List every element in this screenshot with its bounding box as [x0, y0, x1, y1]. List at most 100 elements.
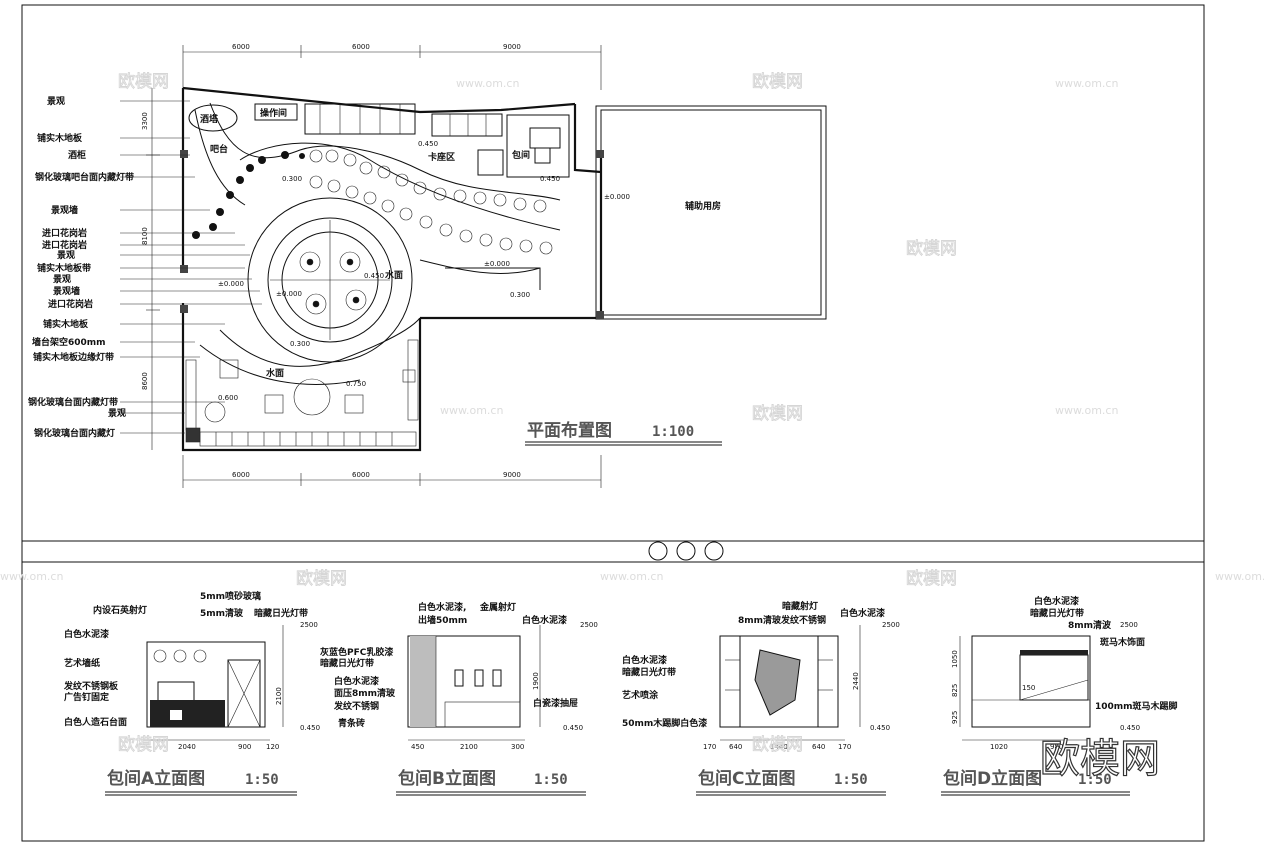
- elevation-d: 1020 980 150 2500 1050 825 925 0.450 白色水…: [941, 595, 1178, 796]
- annotation-label: 铺实木地板边缘灯带: [33, 351, 114, 363]
- level-mark: 0.450: [540, 175, 560, 183]
- elev-b-vdim: 1900: [532, 672, 540, 690]
- detail-circle: [704, 541, 724, 561]
- dim-top-1: 6000: [232, 43, 250, 51]
- annotation-label: 进口花岗岩: [48, 298, 93, 310]
- watermark-brand: 欧模网: [296, 569, 347, 589]
- dim-bottom-2: 6000: [352, 471, 370, 479]
- annotation-label: 金属射灯: [479, 601, 516, 613]
- watermark-url: www.om.cn: [1215, 570, 1264, 583]
- annotation-label: 景观墙: [53, 285, 80, 297]
- room-wine: 酒塔: [200, 113, 219, 125]
- elev-d-vdim: 925: [951, 711, 959, 724]
- elev-c-vdim: 2440: [852, 672, 860, 690]
- elev-c-scale: 1:50: [834, 772, 868, 788]
- watermark-brand: 欧模网: [118, 72, 169, 92]
- elev-a-dim: 900: [238, 743, 251, 751]
- level-mark: 0.450: [418, 140, 438, 148]
- level-mark: 0.300: [290, 340, 310, 348]
- watermark-brand: 欧模网: [752, 735, 803, 755]
- annotation-label: 暗藏日光灯带: [622, 666, 676, 678]
- watermarks: 欧模网 www.om.cn 欧模网 www.om.cn 欧模网 www.om.c…: [0, 72, 1264, 783]
- watermark-brand: 欧模网: [906, 239, 957, 259]
- elev-b-scale: 1:50: [534, 772, 568, 788]
- elev-b-title: 包间B立面图: [398, 768, 496, 789]
- plan-title: 平面布置图: [527, 420, 612, 441]
- elev-d-title: 包间D立面图: [943, 768, 1042, 789]
- elev-b-dim: 2100: [460, 743, 478, 751]
- elev-b-vdim: 2500: [580, 621, 598, 629]
- elev-c-dim: 170: [703, 743, 716, 751]
- watermark-brand: 欧模网: [752, 404, 803, 424]
- annotation-label: 白色水泥漆: [840, 607, 885, 619]
- annotation-label: 100mm斑马木踢脚: [1095, 700, 1178, 712]
- watermark-brand: 欧模网: [906, 569, 957, 589]
- annotation-label: 白色人造石台面: [64, 716, 127, 728]
- elev-d-vdim: 1050: [951, 650, 959, 668]
- watermark-url: www.om.cn: [600, 570, 663, 583]
- elev-d-dim: 980: [1050, 743, 1063, 751]
- elev-d-vdim: 825: [951, 684, 959, 697]
- annotation-label: 面压8mm清玻: [334, 687, 396, 699]
- elev-a-vdim: 2100: [275, 687, 283, 705]
- dim-left-3: 8600: [141, 372, 149, 390]
- annotation-label: 景观墙: [51, 204, 78, 216]
- drawing-frame: [21, 4, 1205, 842]
- annotation-label: 白色水泥漆: [64, 628, 109, 640]
- elevation-b: 450 2100 300 2500 1900 0.450 白色水泥漆,出墙50m…: [320, 601, 598, 796]
- dim-bottom-1: 6000: [232, 471, 250, 479]
- annotation-label: 景观: [53, 274, 71, 285]
- annotation-label: 墙台架空600mm: [32, 336, 106, 348]
- room-cashier: 操作间: [260, 107, 287, 119]
- elev-d-dim: 1020: [990, 743, 1008, 751]
- elevation-a: 2040 900 120 2500 2100 0.450 内设石英射灯5mm喷砂…: [63, 590, 320, 796]
- room-private: 包间: [511, 149, 530, 161]
- annotation-label: 白色水泥漆: [522, 614, 567, 626]
- dim-left-1: 3300: [141, 112, 149, 130]
- elev-d-vdim: 2500: [1120, 621, 1138, 629]
- annotation-label: 广告钉固定: [64, 691, 110, 703]
- annotation-label: 白瓷漆抽屉: [533, 697, 578, 709]
- annotation-label: 景观: [47, 96, 65, 107]
- elev-b-vdim: 0.450: [563, 724, 583, 732]
- annotation-label: 青条砖: [338, 717, 365, 729]
- annotation-label: 铺实木地板: [43, 318, 89, 330]
- watermark-url: www.om.cn: [1055, 404, 1118, 417]
- annotation-label: 白色水泥漆: [622, 654, 667, 666]
- level-mark: 0.750: [346, 380, 366, 388]
- annotation-label: 景观: [57, 250, 75, 261]
- plan-scale: 1:100: [652, 424, 694, 440]
- elev-a-vdim: 0.450: [300, 724, 320, 732]
- annotation-label: 白色水泥漆: [1034, 595, 1079, 607]
- annotation-label: 暗藏日光灯带: [254, 607, 308, 619]
- elevation-c: 170 640 1440 640 170 2500 2440 0.450 暗藏射…: [622, 600, 900, 796]
- room-booth: 卡座区: [428, 151, 455, 163]
- watermark-url: www.om.cn: [440, 404, 503, 417]
- level-mark: ±0.000: [484, 260, 510, 268]
- annotation-label: 发纹不锈钢: [333, 700, 379, 712]
- floor-plan: 6000 6000 9000 6000 6000 9000 3300 8100 …: [28, 43, 827, 488]
- elev-a-dim: 2040: [178, 743, 196, 751]
- corner-logo: 欧模网: [1040, 736, 1160, 782]
- elev-a-scale: 1:50: [245, 772, 279, 788]
- elev-b-dim: 450: [411, 743, 424, 751]
- annotation-label: 5mm清玻: [200, 607, 244, 619]
- dim-top-2: 6000: [352, 43, 370, 51]
- level-mark: 0.300: [510, 291, 530, 299]
- elev-c-vdim: 2500: [882, 621, 900, 629]
- annotation-label: 白色水泥漆,: [418, 601, 466, 613]
- watermark-url: www.om.cn: [456, 77, 519, 90]
- annotation-label: 出墙50mm: [418, 614, 467, 626]
- detail-circle: [648, 541, 668, 561]
- elev-c-dim: 640: [812, 743, 825, 751]
- annotation-label: 暗藏日光灯带: [1030, 607, 1084, 619]
- elev-c-dim: 170: [838, 743, 851, 751]
- elev-c-title: 包间C立面图: [698, 768, 795, 789]
- annotation-label: 斑马木饰面: [1100, 636, 1145, 648]
- annotation-label: 钢化玻璃吧台面内藏灯带: [35, 171, 134, 183]
- dim-left-2: 8100: [141, 227, 149, 245]
- elev-c-dim: 1440: [770, 743, 788, 751]
- room-aux: 辅助用房: [685, 200, 721, 212]
- elev-a-title: 包间A立面图: [107, 768, 205, 789]
